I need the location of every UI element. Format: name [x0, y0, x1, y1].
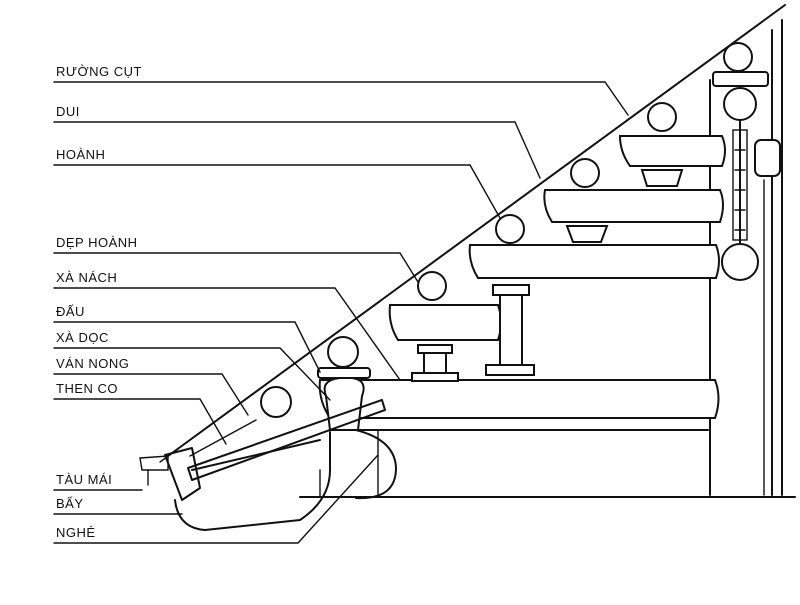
label-dui: DUI: [56, 104, 80, 119]
label-dep-hoanh: DẸP HOÀNH: [56, 235, 138, 250]
label-bay: BẨY: [56, 496, 84, 511]
main-columns: [709, 19, 783, 496]
roof-slope-end: [159, 448, 179, 463]
eave-bracket: [139, 399, 397, 531]
purlin: [647, 102, 677, 132]
label-xa-doc: XÀ DỌC: [56, 330, 109, 345]
purlin: [723, 42, 753, 72]
tie-beams: [299, 135, 796, 498]
label-dau: ĐẤU: [56, 304, 85, 319]
labels: RƯỜNG CỤT DUI HOÀNH DẸP HOÀNH XÀ NÁCH ĐẤ…: [56, 64, 142, 540]
leader-lines: [53, 81, 629, 544]
label-ruong-cut: RƯỜNG CỤT: [56, 64, 142, 79]
label-then-co: THEN CO: [56, 381, 118, 396]
roof-slope-line: [167, 4, 786, 457]
purlin: [260, 386, 292, 418]
label-hoanh: HOÀNH: [56, 147, 105, 162]
label-xa-nach: XÀ NÁCH: [56, 270, 117, 285]
label-tau-mai: TÀU MÁI: [56, 472, 112, 487]
label-nghe: NGHÉ: [56, 525, 96, 540]
purlin: [495, 214, 525, 244]
label-van-nong: VÁN NONG: [56, 356, 129, 371]
posts-and-brackets: [317, 169, 684, 431]
purlin: [327, 336, 359, 368]
purlin: [570, 158, 600, 188]
purlin: [417, 271, 447, 301]
purlins: [260, 42, 753, 418]
